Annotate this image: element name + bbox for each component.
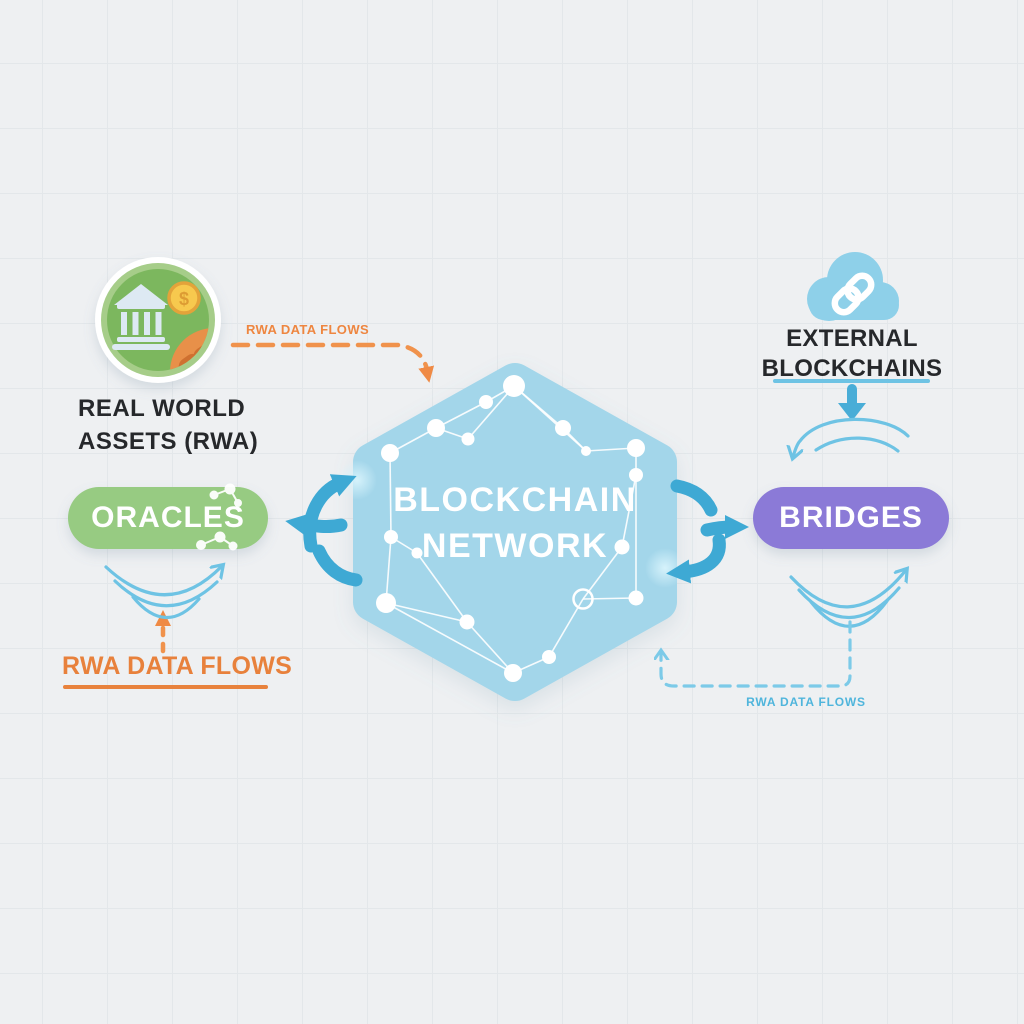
center-title-line1: BLOCKCHAIN	[393, 481, 637, 519]
exchange-arrows-icon	[285, 474, 363, 587]
bank-building-icon	[112, 284, 170, 350]
chain-link-icon	[831, 272, 875, 316]
bridges-pill-label: BRIDGES	[779, 501, 923, 534]
rwa-heading: REAL WORLD ASSETS (RWA)	[78, 392, 258, 458]
center-title-line2: NETWORK	[421, 527, 609, 565]
blockchain-network-title: BLOCKCHAIN NETWORK	[355, 477, 675, 569]
external-heading-line1: EXTERNAL	[786, 325, 918, 352]
rwa-heading-line1: REAL WORLD	[78, 395, 246, 422]
flow-label-left: RWA DATA FLOWS	[62, 652, 293, 680]
rwa-data-flow-arrow-bottom	[661, 620, 852, 688]
network-nodes-icon	[196, 483, 242, 551]
curve-arrow-external	[793, 417, 910, 457]
rwa-data-flow-arrow-top	[230, 342, 435, 383]
signal-arcs-oracles	[104, 566, 222, 620]
bridges-pill	[753, 487, 949, 549]
bank-coin-icon: $	[95, 257, 221, 383]
exchange-arrows-icon	[666, 479, 749, 584]
rwa-heading-line2: ASSETS (RWA)	[78, 428, 259, 455]
network-node-dots	[376, 375, 645, 682]
dollar-coin-icon: $	[167, 281, 201, 315]
external-heading-line2: BLOCKCHAINS	[761, 355, 943, 382]
blockchain-network-hexagon	[353, 363, 677, 701]
rwa-asset-blob	[170, 328, 209, 371]
cloud-icon	[807, 252, 899, 321]
coin-symbol: $	[179, 289, 189, 309]
external-underline	[773, 379, 930, 383]
flow-label-top: RWA DATA FLOWS	[246, 322, 370, 337]
external-blockchains-heading: EXTERNAL BLOCKCHAINS	[752, 324, 952, 384]
oracles-pill-label: ORACLES	[91, 501, 245, 534]
flow-label-bottom-right: RWA DATA FLOWS	[746, 695, 866, 709]
flow-left-underline	[63, 685, 268, 689]
down-arrow	[838, 384, 866, 421]
signal-arcs-bridges	[789, 570, 906, 628]
